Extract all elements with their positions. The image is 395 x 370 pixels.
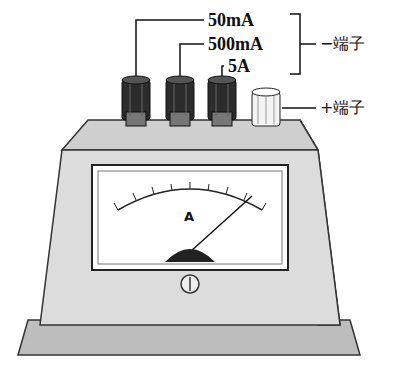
window-frame <box>98 171 282 264</box>
range-label: 500mA <box>208 34 263 54</box>
unit-symbol: A <box>184 210 194 224</box>
meter-needle <box>190 196 252 252</box>
leader-line <box>136 20 316 108</box>
knob-grip <box>130 84 228 116</box>
terminal-label: +端子 <box>320 98 365 118</box>
bracket-leader <box>300 43 316 45</box>
bracket <box>290 14 300 74</box>
terminal-knob <box>166 76 194 126</box>
terminal-knob <box>122 76 150 126</box>
zero-adjuster <box>181 275 199 293</box>
terminal-knob <box>208 76 236 126</box>
plus-terminal-knob <box>252 88 280 126</box>
pivot-cover <box>165 249 215 262</box>
meter-window <box>92 165 288 270</box>
meter-front <box>40 150 340 325</box>
range-label: 5A <box>228 56 250 76</box>
terminal-label: −端子 <box>320 34 365 54</box>
range-label: 50mA <box>208 10 254 30</box>
scale-ticks <box>114 182 266 210</box>
adjuster-slot <box>189 277 191 291</box>
